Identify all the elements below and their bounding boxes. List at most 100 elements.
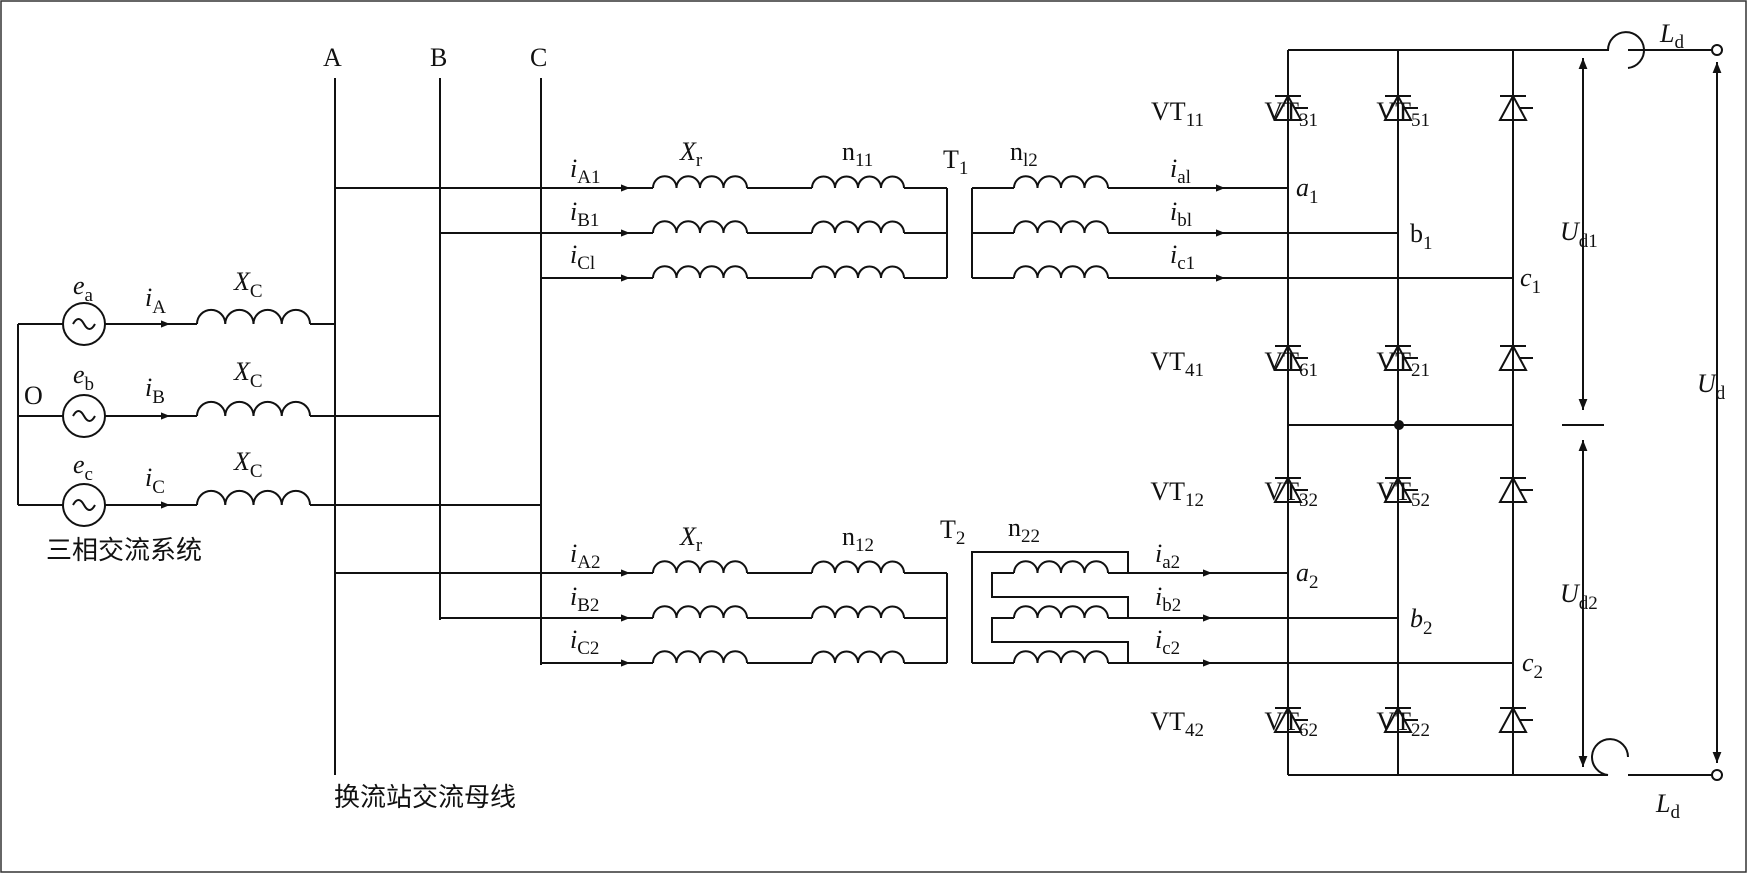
t1-sec-current-c-label: ic1: [1170, 240, 1195, 274]
reactance-xc-a-label: XC: [233, 267, 263, 302]
reactance-xc-b-label: XC: [233, 357, 263, 392]
node-c2-label: c2: [1522, 648, 1543, 683]
thyristor-vt31: [1383, 93, 1418, 121]
t2-xr-coil-0: [652, 560, 748, 574]
emf-b-label: eb: [73, 360, 94, 395]
t2-xr-label: Xr: [679, 522, 703, 556]
t1-primary-coil-0: [811, 175, 905, 189]
t2-sec-current-b-label: ib2: [1155, 582, 1181, 616]
t1-secondary-coil-2: [1013, 265, 1109, 279]
t1-name-label: T1: [943, 145, 968, 179]
t2-current-a-label: iA2: [570, 539, 600, 573]
t2-xr-coil-1: [652, 605, 748, 619]
thyristor-vt22: [1498, 705, 1533, 733]
t2-current-c-label: iC2: [570, 625, 599, 659]
vt61-label: VT61: [1264, 347, 1318, 381]
t2-primary-coil-0: [811, 560, 905, 574]
t1-sec-current-b-label: ibl: [1170, 197, 1192, 231]
thyristor-vt42: [1273, 705, 1308, 733]
t2-primary-coil-2: [811, 650, 905, 664]
junction-dot: [1394, 420, 1404, 430]
thyristor-vt41: [1273, 343, 1308, 371]
current-ic-label: iC: [145, 463, 165, 498]
thyristor-vt62: [1383, 705, 1418, 733]
smoothing-reactor-top: [1600, 31, 1645, 69]
wiring: [17, 49, 1722, 776]
t2-n-secondary-label: n22: [1008, 513, 1040, 547]
node-a1-label: a1: [1296, 173, 1319, 208]
t2-secondary-coil-0: [1013, 560, 1109, 574]
t1-current-a-label: iA1: [570, 154, 600, 188]
t2-sec-current-a-label: ia2: [1155, 539, 1180, 573]
ud-label: Ud: [1697, 369, 1726, 404]
t2-delta-link: [971, 551, 1129, 663]
source-circle: [62, 302, 106, 346]
t1-xr-coil-2: [652, 265, 748, 279]
node-b2-label: b2: [1410, 604, 1433, 639]
source-circle: [62, 483, 106, 527]
bus-caption: 换流站交流母线: [334, 783, 516, 813]
t2-primary-coil-1: [811, 605, 905, 619]
sine-wave-icon: [72, 410, 96, 422]
bus-label-c: C: [530, 43, 547, 72]
reactor-xc-0: [196, 308, 311, 325]
node-c1-label: c1: [1520, 263, 1541, 298]
ud1-label: Ud1: [1560, 217, 1598, 252]
t1-xr-coil-1: [652, 220, 748, 234]
thyristor-vt12: [1273, 475, 1308, 503]
vt32-label: VT32: [1264, 477, 1318, 511]
t1-xr-label: Xr: [679, 137, 703, 171]
ld-bottom-label: Ld: [1655, 789, 1680, 823]
thyristor-vt32: [1383, 475, 1418, 503]
vt11-label: VT11: [1151, 97, 1204, 131]
t1-secondary-coil-1: [1013, 220, 1109, 234]
reactance-xc-c-label: XC: [233, 447, 263, 482]
vt51-label: VT51: [1376, 97, 1430, 131]
vt41-label: VT41: [1150, 347, 1204, 381]
t1-n-secondary-label: nl2: [1010, 137, 1038, 171]
current-ia-label: iA: [145, 283, 166, 318]
t1-sec-current-a-label: ial: [1170, 154, 1191, 188]
source-caption: 三相交流系统: [46, 536, 202, 566]
t1-xr-coil-0: [652, 175, 748, 189]
bus-label-b: B: [430, 43, 447, 72]
t2-name-label: T2: [940, 515, 965, 549]
bus-label-a: A: [323, 43, 342, 72]
ac-source-1: [62, 394, 106, 438]
t2-secondary-coil-2: [1013, 650, 1109, 664]
vt22-label: VT22: [1376, 707, 1430, 741]
node-b1-label: b1: [1410, 219, 1433, 254]
vt12-label: VT12: [1150, 477, 1204, 511]
sine-wave-icon: [72, 499, 96, 511]
emf-c-label: ec: [73, 450, 93, 485]
t1-current-b-label: iB1: [570, 197, 599, 231]
t2-delta-link: [991, 572, 1129, 618]
components: [62, 31, 1723, 781]
t2-current-b-label: iB2: [570, 582, 599, 616]
smoothing-reactor-bottom: [1591, 738, 1629, 776]
reactor-xc-1: [196, 400, 311, 417]
t1-primary-coil-1: [811, 220, 905, 234]
vt62-label: VT62: [1264, 707, 1318, 741]
ac-source-2: [62, 483, 106, 527]
dc-terminal-bottom: [1711, 769, 1723, 781]
t1-secondary-coil-0: [1013, 175, 1109, 189]
thyristor-vt21: [1498, 343, 1533, 371]
t2-n-primary-label: n12: [842, 522, 874, 556]
emf-a-label: ea: [73, 271, 94, 306]
source-circle: [62, 394, 106, 438]
reactor-xc-2: [196, 489, 311, 506]
ud2-label: Ud2: [1560, 579, 1598, 614]
vt42-label: VT42: [1150, 707, 1204, 741]
thyristor-vt11: [1273, 93, 1308, 121]
t1-primary-coil-2: [811, 265, 905, 279]
vt21-label: VT21: [1376, 347, 1430, 381]
t2-xr-coil-2: [652, 650, 748, 664]
labels: A B C O ea eb ec iA iB iC XC XC XC 三相交流系…: [24, 19, 1726, 823]
t2-delta-link: [991, 617, 1129, 663]
neutral-label: O: [24, 381, 43, 410]
t1-current-c-label: iCl: [570, 240, 595, 274]
